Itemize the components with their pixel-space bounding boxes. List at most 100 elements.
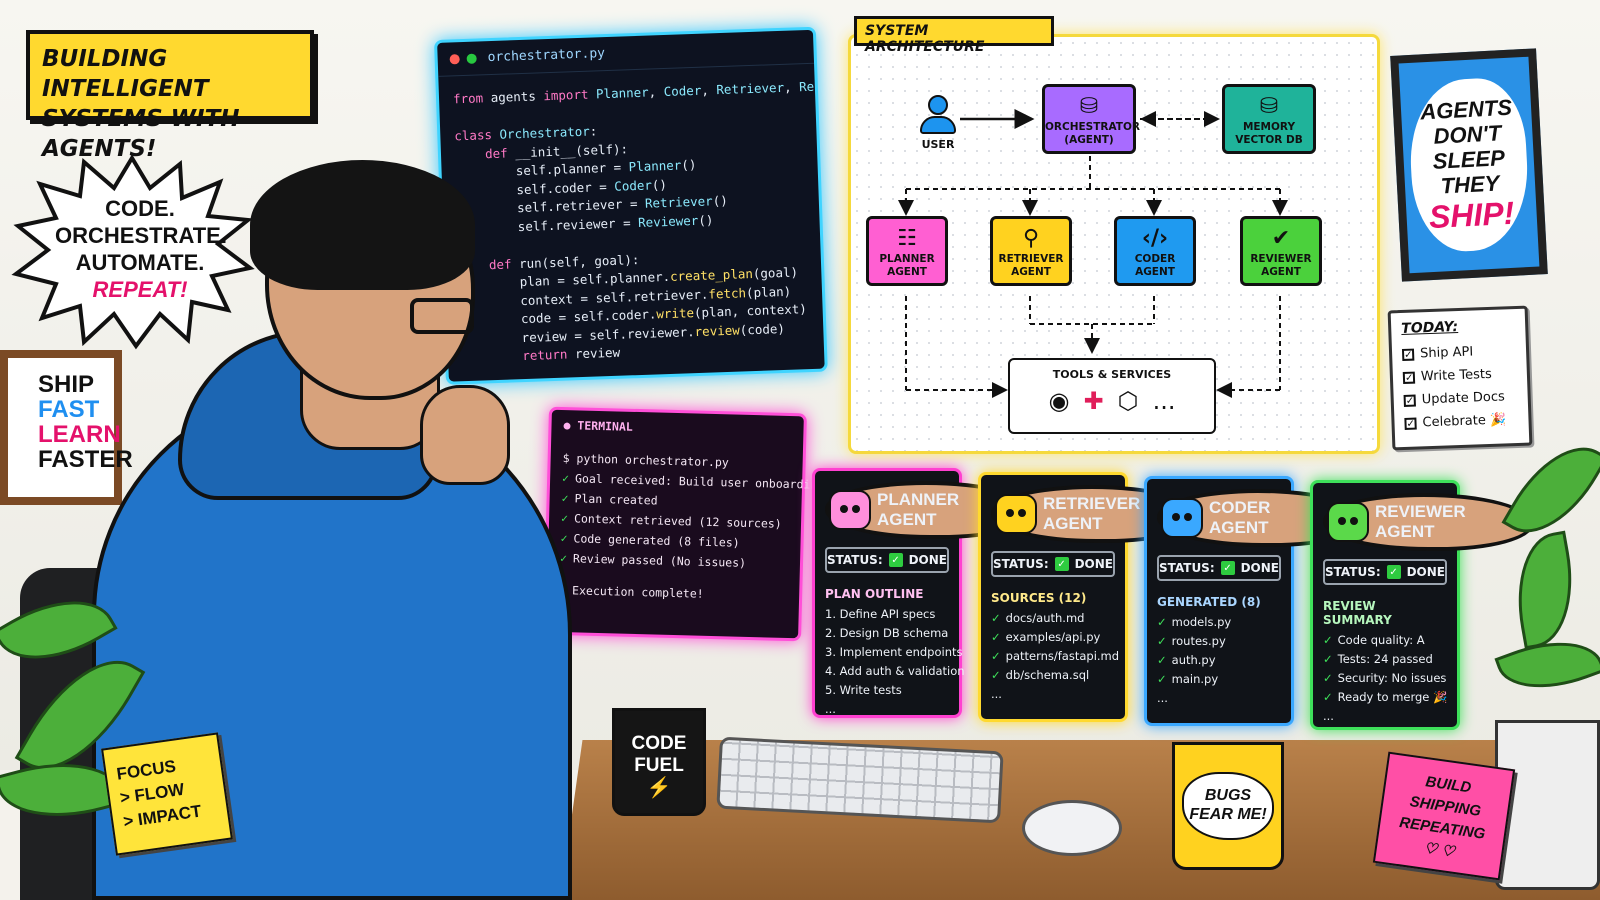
checkbox-checked-icon: ✓ [1403,394,1416,407]
code-content[interactable]: from agents import Planner, Coder, Retri… [438,64,828,382]
user-node: USER [908,95,968,151]
card-section-title: PLAN OUTLINE [825,587,924,601]
user-label: USER [921,138,955,151]
poster-right-line-5: SHIP! [1428,194,1516,236]
list-item: ✓main.py [1157,672,1219,686]
retriever-agent-node: ⚲ RETRIEVER AGENT [990,216,1072,286]
keyboard[interactable] [716,736,1004,824]
magnifier-icon: ⚲ [1022,226,1040,251]
plant-pot [1495,720,1600,890]
list-item: ✓examples/api.py [991,630,1101,644]
list-more: ... [1323,709,1334,723]
title-line-2: SYSTEMS WITH AGENTS! [42,106,240,162]
poster-left-line-4: FASTER [38,446,133,473]
status-badge: STATUS:✓DONE [1323,559,1447,585]
tools-title: TOOLS & SERVICES [1052,368,1172,381]
list-item: ✓auth.py [1157,653,1216,667]
database-icon: ⛁ [1259,94,1279,119]
status-badge: STATUS:✓DONE [991,551,1115,577]
sticky-note-focus: FOCUS > FLOW > IMPACT [101,732,233,856]
burst-line-1: CODE. [105,196,175,221]
checkbox-checked-icon: ✓ [1404,417,1417,430]
planner-agent-node: ☷ PLANNER AGENT [866,216,948,286]
person-hand [420,385,510,485]
title-banner: BUILDING INTELLIGENT SYSTEMS WITH AGENTS… [26,30,314,162]
poster-agents-dont-sleep: AGENTS DON'T SLEEP THEY SHIP! [1390,48,1548,282]
list-item: 5. Write tests [825,683,902,697]
check-icon: ✓ [1220,561,1235,575]
robot-icon [995,494,1037,534]
more-tools: ... [1152,387,1176,415]
card-section-title: SOURCES (12) [991,591,1087,605]
list-item: 1. Define API specs [825,607,936,621]
close-dot-icon[interactable] [449,53,460,64]
check-icon: ✓ [1054,557,1069,571]
check-icon: ✓ [560,511,569,526]
burst-line-4: REPEAT! [92,277,188,302]
mug-line-2: FUEL [634,755,684,776]
robot-icon [829,490,871,530]
person-hair [250,160,475,290]
card-section-title: REVIEW SUMMARY [1323,599,1392,627]
package-icon: ⬡ [1117,387,1139,415]
title-line-1: BUILDING INTELLIGENT [42,46,209,102]
robot-icon [1327,502,1369,542]
checkbox-checked-icon: ✓ [1401,348,1415,362]
terminal-window[interactable]: ● TERMINAL $ python orchestrator.py ✓Goa… [543,406,852,642]
checkbox-checked-icon: ✓ [1402,371,1416,384]
poster-left-line-1: SHIP [38,371,95,398]
list-item: ✓Security: No issues [1323,671,1447,685]
tools-icons: ◉ ✚ ⬡ ... [1010,387,1214,415]
mug-line-1: CODE [631,733,687,754]
check-icon: ✓ [561,491,569,506]
todo-item[interactable]: ✓Celebrate 🎉 [1404,408,1519,435]
burst-text: CODE. ORCHESTRATE. AUTOMATE. REPEAT! [55,195,227,303]
poster-ship-fast: SHIP FAST LEARN FASTER [0,350,133,505]
robot-icon [1161,498,1203,538]
coder-agent-node: ‹/› CODER AGENT [1114,216,1196,286]
burst-line-3: AUTOMATE. [75,250,205,275]
code-fuel-mug: CODE FUEL ⚡ [612,708,706,816]
glasses-icon [410,298,474,334]
speech-burst [11,154,255,350]
terminal-title: ● TERMINAL [563,418,633,434]
terminal-final-line: ✸Execution complete! [559,580,787,606]
list-item: 3. Implement endpoints [825,645,963,659]
list-more: ... [991,687,1002,701]
maximize-dot-icon[interactable] [466,53,477,64]
list-item: ✓Tests: 24 passed [1323,652,1433,666]
list-item: ✓Ready to merge 🎉 [1323,690,1448,704]
check-icon: ✓ [561,471,570,486]
list-item: ✓Code quality: A [1323,633,1425,647]
architecture-title: SYSTEM ARCHITECTURE [854,16,1054,55]
lightning-icon: ⚡ [646,777,672,799]
architecture-connectors [898,109,1288,398]
database-icon: ⛁ [1079,94,1099,119]
github-icon: ◉ [1048,387,1070,415]
poster-left-line-2: FAST [38,396,100,423]
todo-board: TODAY: ✓Ship API ✓Write Tests ✓Update Do… [1387,305,1533,451]
tools-services-box: TOOLS & SERVICES ◉ ✚ ⬡ ... [1008,358,1216,434]
user-icon [928,95,948,115]
bugs-fear-me-mug: BUGS FEAR ME! [1172,742,1284,870]
list-item: ✓routes.py [1157,634,1226,648]
mouse[interactable] [1022,800,1122,856]
todo-title: TODAY: [1400,319,1459,338]
status-badge: STATUS:✓DONE [825,547,949,573]
list-item: ✓models.py [1157,615,1232,629]
poster-left-line-3: LEARN [38,421,121,448]
sticky-note-build: BUILD SHIPPING REPEATING ♡ ♡ [1372,751,1516,881]
burst-line-2: ORCHESTRATE. [55,223,227,248]
orchestrator-node: ⛁ ORCHESTRATOR (AGENT) [1042,84,1140,154]
check-icon: ✓ [560,531,568,546]
reviewer-agent-node: ✔ REVIEWER AGENT [1240,216,1322,286]
list-more: ... [1157,691,1168,705]
editor-filename: orchestrator.py [487,46,606,66]
mug2-line-2: FEAR ME! [1189,806,1267,823]
code-editor-window[interactable]: orchestrator.py from agents import Plann… [434,26,828,385]
check-icon: ✓ [888,553,903,567]
